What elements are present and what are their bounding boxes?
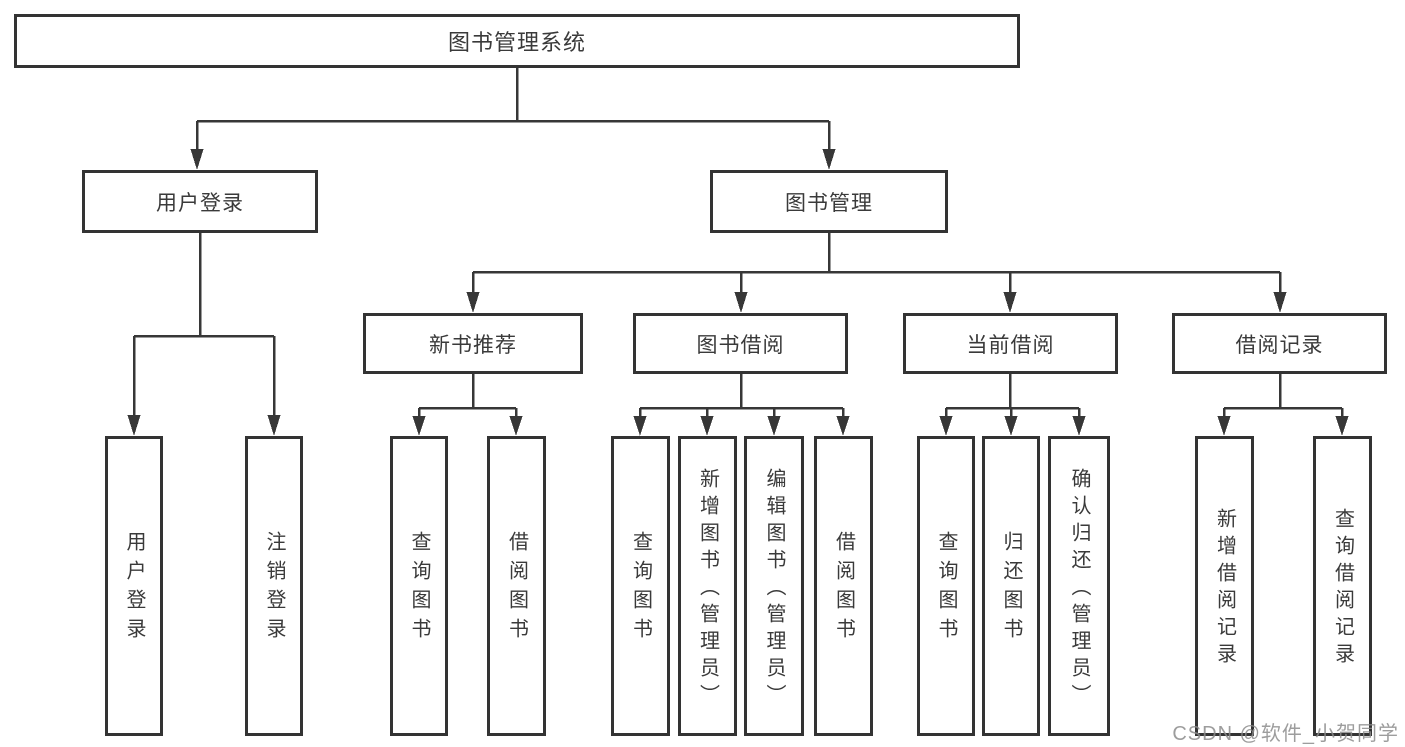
node-book-borrowing: 图书借阅	[633, 313, 848, 374]
leaf-logout: 注销登录	[245, 436, 303, 736]
csdn-watermark: CSDN @软件_小贺同学	[1172, 723, 1399, 745]
leaf-borrow-books-recommend: 借阅图书	[487, 436, 546, 736]
leaf-borrow-books: 借阅图书	[814, 436, 873, 736]
leaf-query-borrow-record: 查询借阅记录	[1313, 436, 1372, 736]
node-current-borrowing: 当前借阅	[903, 313, 1118, 374]
node-user-login-branch: 用户登录	[82, 170, 318, 233]
node-book-management-branch: 图书管理	[710, 170, 948, 233]
node-new-book-recommend: 新书推荐	[363, 313, 583, 374]
leaf-confirm-return-admin: 确认归还（管理员）	[1048, 436, 1110, 736]
node-borrowing-records: 借阅记录	[1172, 313, 1387, 374]
leaf-add-books-admin: 新增图书（管理员）	[678, 436, 737, 736]
leaf-query-books-current: 查询图书	[917, 436, 975, 736]
leaf-query-books-recommend: 查询图书	[390, 436, 448, 736]
leaf-return-books: 归还图书	[982, 436, 1040, 736]
leaf-edit-books-admin: 编辑图书（管理员）	[744, 436, 804, 736]
node-library-management-system: 图书管理系统	[14, 14, 1020, 68]
leaf-user-login: 用户登录	[105, 436, 163, 736]
leaf-add-borrow-record: 新增借阅记录	[1195, 436, 1254, 736]
leaf-query-books-borrowing: 查询图书	[611, 436, 670, 736]
